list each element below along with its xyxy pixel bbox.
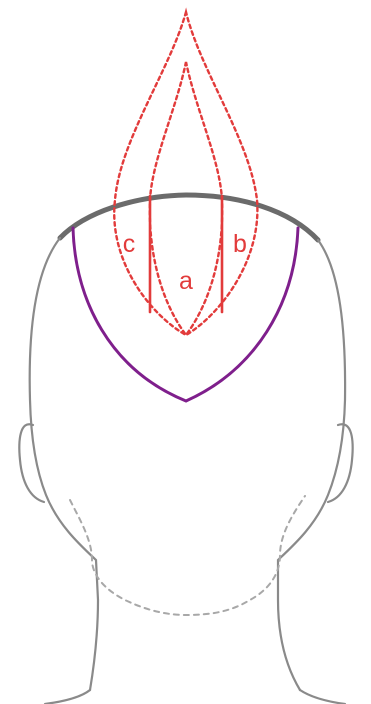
left-ear xyxy=(18,423,46,504)
head-left-outline xyxy=(28,236,100,692)
purple-crown-section xyxy=(71,226,300,403)
right-ear xyxy=(326,423,354,504)
region-label-a: a xyxy=(179,267,193,295)
region-label-c: c xyxy=(123,230,136,258)
head-top-outline xyxy=(57,192,321,243)
region-label-b: b xyxy=(233,230,247,258)
head-right-outline xyxy=(276,238,347,692)
neck-left-base xyxy=(43,688,92,704)
outer-dotted-teardrop xyxy=(113,7,259,337)
neck-right-base xyxy=(298,688,347,704)
inner-dotted-teardrop xyxy=(148,61,224,338)
nape-hairline-dashed xyxy=(69,495,306,617)
